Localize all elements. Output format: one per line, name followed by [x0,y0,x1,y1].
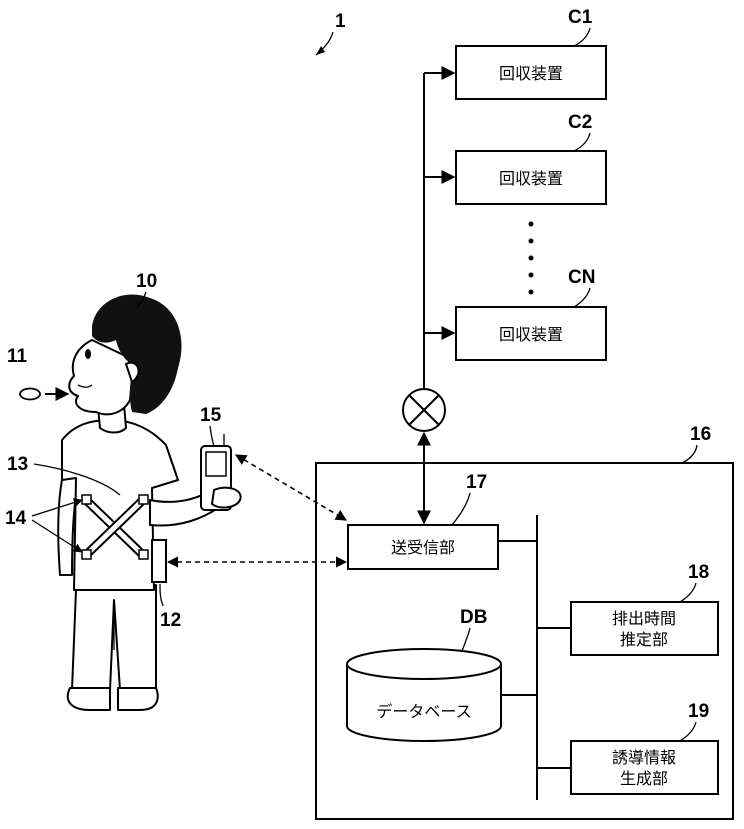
collector-c2-label: 回収装置 [499,169,563,188]
electrodes-ref: 14 [5,508,27,529]
capsule-pill [20,389,40,400]
collector-cn: 回収装置 CN [456,267,606,360]
electrode-3 [82,550,91,559]
phone-ref: 15 [200,405,222,426]
collector-c1: 回収装置 C1 [456,7,606,99]
collector-c2-leader [574,133,590,151]
phone-ref-leader [210,426,214,446]
collector-c2-ref: C2 [568,112,592,133]
switch-circle [403,389,445,431]
estimator-ref: 18 [688,562,709,583]
belt-ref: 13 [7,454,28,475]
server-ref-leader [682,445,697,463]
person-eye [85,349,91,359]
electrode-4 [139,550,148,559]
guidance-label-line1: 誘導情報 [612,748,676,767]
smartphone-screen [206,452,226,476]
server-ref: 16 [690,424,711,445]
pill-ref: 11 [7,346,28,367]
database-label: データベース [376,702,471,721]
collector-cn-ref: CN [568,267,595,288]
sensor-unit-ref-leader [160,584,163,606]
person-hand [212,488,241,508]
guidance-label-line2: 生成部 [620,769,668,788]
guidance-ref: 19 [688,701,709,722]
sensor-unit-ref: 12 [160,610,181,631]
transceiver-label: 送受信部 [391,538,455,557]
transceiver-ref: 17 [466,472,487,493]
electrode-2 [139,495,148,504]
estimator-label-line1: 排出時間 [612,609,676,628]
collector-cn-label: 回収装置 [499,325,563,344]
collector-c1-ref: C1 [568,7,593,28]
estimator-label-line2: 推定部 [620,630,668,649]
collector-c1-leader [574,28,590,46]
person-ref: 10 [136,271,157,292]
collector-c1-label: 回収装置 [499,64,563,83]
system-ref-label: 1 [335,11,346,32]
database-ref: DB [460,607,487,628]
ellipsis-dots [529,222,534,295]
collector-cn-leader [574,288,590,307]
electrode-1 [82,495,91,504]
database-cylinder [347,649,501,741]
right-shoe [118,688,158,710]
sensor-unit [152,540,166,582]
collector-c2: 回収装置 C2 [456,112,606,204]
left-shoe [68,688,110,710]
person-figure [58,294,240,710]
